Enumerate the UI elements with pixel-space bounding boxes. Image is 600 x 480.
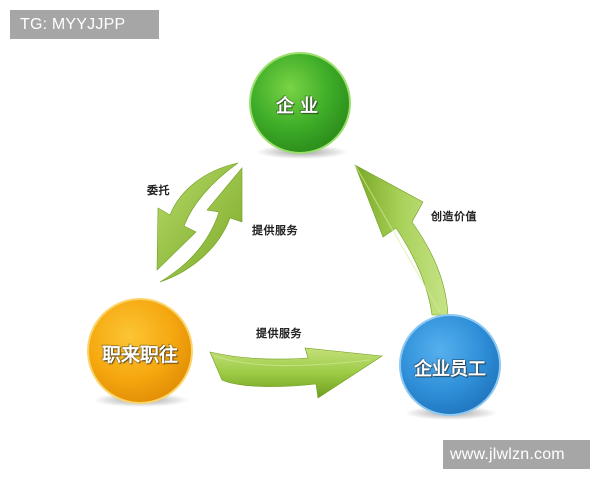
watermark-top: TG: MYYJJPP xyxy=(10,10,159,39)
platform-sphere xyxy=(87,298,193,404)
watermark-bottom: www.jlwlzn.com xyxy=(443,440,590,469)
edge-label-service-enterprise: 提供服务 xyxy=(252,224,298,237)
node-enterprise-label: 企业 xyxy=(276,96,324,117)
edge-label-service-employee: 提供服务 xyxy=(256,327,302,340)
arrow-service-up xyxy=(159,167,243,283)
enterprise-sphere xyxy=(249,52,351,154)
node-platform-label: 职来职往 xyxy=(101,344,178,366)
arrow-create-value xyxy=(354,164,449,316)
arrow-entrust xyxy=(156,162,239,271)
arrow-service-right xyxy=(209,347,383,399)
edge-label-entrust: 委托 xyxy=(147,184,170,197)
employee-sphere xyxy=(399,314,501,416)
node-employee-label: 企业员工 xyxy=(414,359,486,380)
edge-label-create-value: 创造价值 xyxy=(431,210,477,223)
